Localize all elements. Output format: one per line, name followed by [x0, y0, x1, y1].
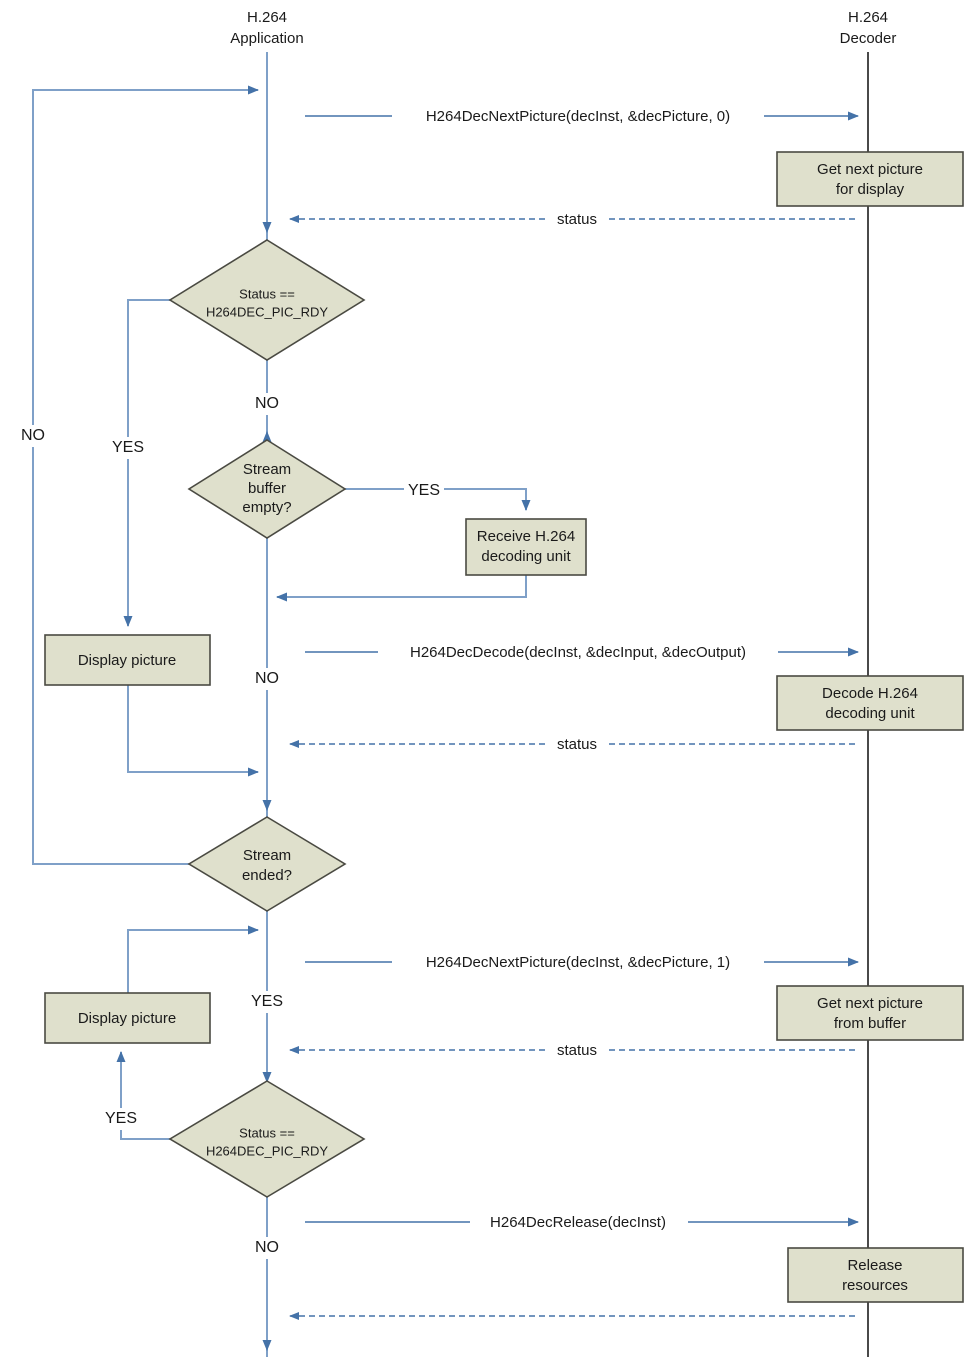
- decision-2-line1: Stream: [243, 461, 291, 478]
- return-display2-to-lifeline: [127, 925, 259, 993]
- message-7-label-bg: [470, 1211, 688, 1233]
- decoder-box-3-rect: [776, 985, 964, 1041]
- loop-stream-not-ended-path: [32, 85, 267, 865]
- lifeline-application-title-line2: Application: [230, 30, 303, 47]
- decoder-box-4-line2: resources: [842, 1277, 908, 1294]
- receive-box-line1: Receive H.264: [477, 528, 575, 545]
- return-receive-to-lifeline: [276, 575, 527, 602]
- decision-1-line1: Status ==: [239, 286, 295, 301]
- decision-2-line2: buffer: [248, 480, 286, 497]
- message-4-label-bg: [546, 734, 608, 754]
- branch-label-3-bg: [252, 393, 282, 415]
- decision-4-diamond: [168, 1080, 366, 1198]
- message-1-label: H264DecNextPicture(decInst, &decPicture,…: [426, 108, 730, 125]
- message-2-label-bg: [546, 209, 608, 229]
- decoder-box-4-line1: Release: [847, 1257, 902, 1274]
- branch-label-1-bg: [18, 425, 48, 447]
- decoder-box-1-rect: [776, 151, 964, 207]
- decision-1-diamond: [168, 239, 366, 361]
- branch-label-5-bg: [252, 668, 282, 690]
- receive-box-rect: [465, 518, 587, 576]
- branch-label-no-pic-ready-1: NO: [255, 395, 279, 412]
- decoder-box-2-line1: Decode H.264: [822, 685, 918, 702]
- display-picture-2-label: Display picture: [78, 1010, 176, 1027]
- decoder-box-get-next-picture-for-display: Get next picture for display: [776, 151, 964, 207]
- display-picture-1-rect: [44, 634, 211, 686]
- decision-4-line2: H264DEC_PIC_RDY: [206, 1143, 328, 1158]
- decoder-box-get-next-picture-from-buffer: Get next picture from buffer: [776, 985, 964, 1041]
- decoder-box-3-line2: from buffer: [834, 1015, 906, 1032]
- decision-3-line2: ended?: [242, 867, 292, 884]
- decoder-box-1-line2: for display: [836, 181, 905, 198]
- message-6-label: status: [557, 1042, 597, 1059]
- message-4-label: status: [557, 736, 597, 753]
- message-status-2: status: [289, 734, 855, 754]
- message-h264decrelease: H264DecRelease(decInst): [305, 1211, 859, 1233]
- message-5-label-bg: [392, 951, 764, 973]
- branch-pic-ready-yes-path: [123, 299, 170, 627]
- branch-pic-ready-yes: [123, 299, 170, 627]
- return-display1-to-lifeline: [127, 685, 259, 777]
- decoder-box-2-line2: decoding unit: [825, 705, 915, 722]
- process-box-display-picture-1: Display picture: [44, 634, 211, 686]
- decision-1-line2: H264DEC_PIC_RDY: [206, 304, 328, 319]
- branch-pic-ready2-yes: [116, 925, 259, 1140]
- message-3-label: H264DecDecode(decInst, &decInput, &decOu…: [410, 644, 746, 661]
- decision-3-diamond: [187, 816, 347, 912]
- branch-label-no-buffer-empty: NO: [255, 670, 279, 687]
- message-1-label-bg: [392, 105, 764, 127]
- decoder-box-release-resources: Release resources: [787, 1247, 964, 1303]
- message-h264decnextpicture-0: H264DecNextPicture(decInst, &decPicture,…: [305, 105, 859, 127]
- branch-labels: NO YES NO YES NO YES YES NO: [18, 393, 444, 1259]
- branch-label-no-pic-ready-2: NO: [255, 1239, 279, 1256]
- branch-label-yes-pic-ready-2: YES: [105, 1110, 137, 1127]
- decoder-box-3-line1: Get next picture: [817, 995, 923, 1012]
- display-picture-1-label: Display picture: [78, 652, 176, 669]
- decoder-box-decode-decoding-unit: Decode H.264 decoding unit: [776, 675, 964, 731]
- branch-label-yes-pic-ready-1: YES: [112, 439, 144, 456]
- decision-3-line1: Stream: [243, 847, 291, 864]
- process-box-receive-decoding-unit: Receive H.264 decoding unit: [465, 518, 587, 576]
- lifeline-decoder-title-line2: Decoder: [840, 30, 897, 47]
- message-h264decdecode: H264DecDecode(decInst, &decInput, &decOu…: [305, 641, 859, 663]
- branch-label-6-bg: [247, 991, 287, 1013]
- return-display1-path: [127, 685, 259, 777]
- branch-label-4-bg: [404, 480, 444, 502]
- decision-status-pic-ready-2: Status == H264DEC_PIC_RDY: [168, 1080, 366, 1198]
- decoder-box-1-line1: Get next picture: [817, 161, 923, 178]
- branch-label-2-bg: [108, 437, 148, 459]
- message-2-label: status: [557, 211, 597, 228]
- decision-2-diamond: [187, 439, 347, 539]
- process-box-display-picture-2: Display picture: [44, 992, 211, 1044]
- branch-label-no-stream-loop: NO: [21, 427, 45, 444]
- decision-status-pic-ready-1: Status == H264DEC_PIC_RDY: [168, 239, 366, 361]
- message-3-label-bg: [378, 641, 778, 663]
- message-6-label-bg: [546, 1040, 608, 1060]
- decision-stream-ended: Stream ended?: [187, 816, 347, 912]
- loop-stream-not-ended: [32, 85, 267, 865]
- decoder-box-4-rect: [787, 1247, 964, 1303]
- branch-pic-ready2-yes-path: [116, 1051, 170, 1140]
- lifeline-decoder-title-line1: H.264: [848, 9, 888, 26]
- branch-label-yes-buffer-empty: YES: [408, 482, 440, 499]
- branch-label-7-bg: [101, 1108, 141, 1130]
- display-picture-2-rect: [44, 992, 211, 1044]
- branch-label-8-bg: [252, 1237, 282, 1259]
- decision-2-line3: empty?: [242, 499, 291, 516]
- branch-label-yes-stream-ended: YES: [251, 993, 283, 1010]
- receive-box-line2: decoding unit: [481, 548, 571, 565]
- message-7-label: H264DecRelease(decInst): [490, 1214, 666, 1231]
- message-5-label: H264DecNextPicture(decInst, &decPicture,…: [426, 954, 730, 971]
- message-status-1: status: [289, 209, 855, 229]
- decision-stream-buffer-empty: Stream buffer empty?: [187, 439, 347, 539]
- message-status-3: status: [289, 1040, 855, 1060]
- decoder-box-2-rect: [776, 675, 964, 731]
- decision-4-line1: Status ==: [239, 1125, 295, 1140]
- message-h264decnextpicture-1: H264DecNextPicture(decInst, &decPicture,…: [305, 951, 859, 973]
- lifeline-application-title-line1: H.264: [247, 9, 287, 26]
